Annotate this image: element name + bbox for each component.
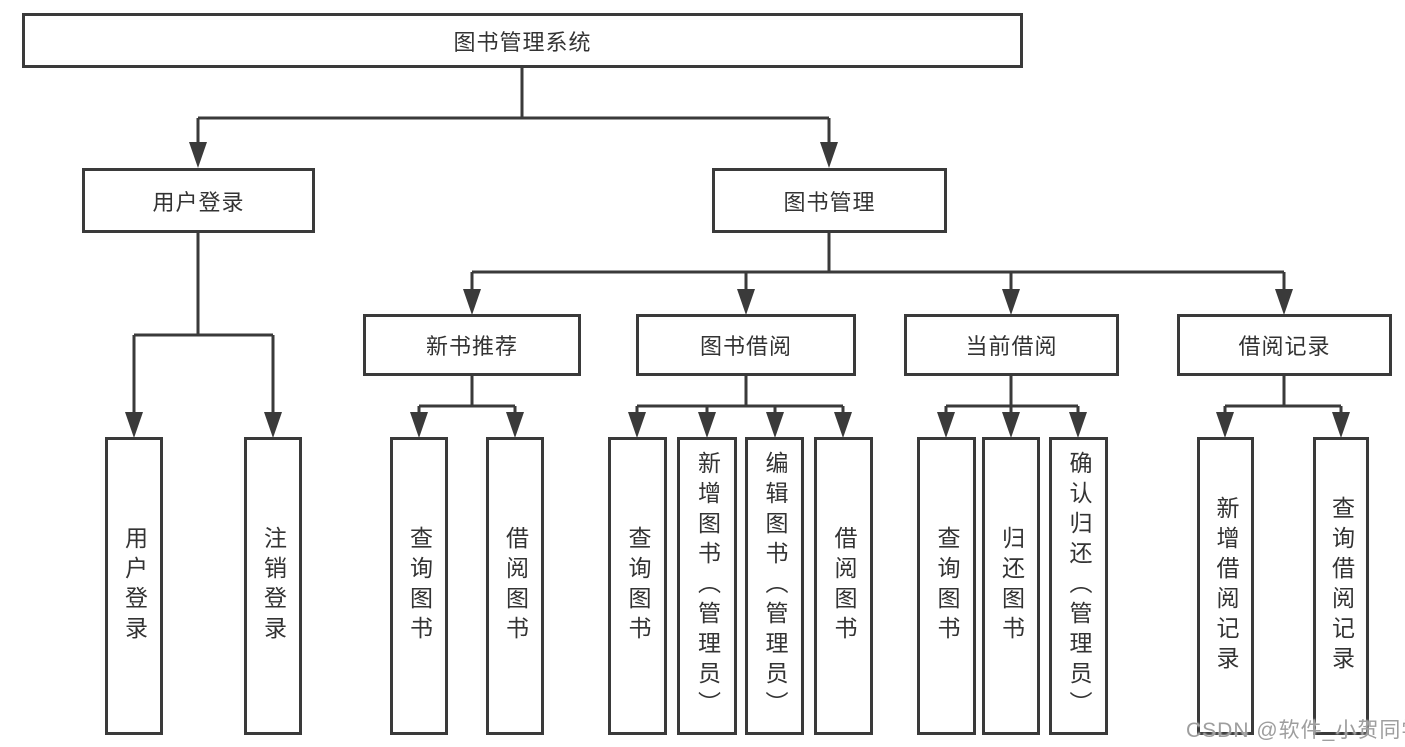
node-add-borrow-record: 新增借阅记录 [1197,437,1254,735]
node-current-borrow: 当前借阅 [904,314,1119,376]
node-label: 确认归还（管理员） [1066,451,1092,721]
node-label: 图书借阅 [699,334,792,359]
node-label: 新增借阅记录 [1213,496,1239,676]
node-add-book-admin: 新增图书（管理员） [677,437,737,735]
node-query-book-recommend: 查询图书 [390,437,448,735]
arrow-icon [264,412,282,438]
connector-root [196,66,831,146]
node-label: 查询图书 [934,526,960,646]
arrow-icon [737,289,755,315]
arrow-icon [189,142,207,168]
node-library-management-system: 图书管理系统 [22,13,1023,68]
arrow-icon [937,412,955,438]
node-label: 查询图书 [406,526,433,646]
connector-borrow-record [1223,374,1343,417]
arrow-icon [1332,412,1350,438]
arrow-icon [1002,289,1020,315]
arrow-icon [506,412,524,438]
arrow-icon [628,412,646,438]
node-query-borrow-record: 查询借阅记录 [1313,437,1369,735]
arrow-icon [1275,289,1293,315]
node-borrow-book: 借阅图书 [814,437,873,735]
node-borrow-record: 借阅记录 [1177,314,1392,376]
node-query-book-current: 查询图书 [917,437,976,735]
node-confirm-return-admin: 确认归还（管理员） [1049,437,1108,735]
arrow-icon [1216,412,1234,438]
node-query-book-borrow: 查询图书 [608,437,667,735]
arrow-icon [1069,412,1087,438]
node-label: 借阅图书 [831,526,857,646]
connector-user-login [132,231,275,416]
arrow-icon [766,412,784,438]
node-book-borrow: 图书借阅 [636,314,856,376]
node-label: 借阅记录 [1238,334,1331,359]
node-label: 图书管理 [783,189,876,215]
connector-book-management [470,231,1286,293]
node-new-book-recommend: 新书推荐 [363,314,581,376]
node-label: 编辑图书（管理员） [762,451,788,721]
node-user-login-leaf: 用户登录 [105,437,163,735]
node-borrow-book-recommend: 借阅图书 [486,437,544,735]
node-label: 用户登录 [152,189,245,215]
node-label: 新增图书（管理员） [694,451,721,721]
arrow-icon [125,412,143,438]
connector-current-borrow [944,374,1080,417]
arrow-icon [698,412,716,438]
arrow-icon [820,142,838,168]
node-user-login-branch: 用户登录 [82,168,315,233]
arrow-icon [410,412,428,438]
node-label: 用户登录 [121,526,148,646]
node-label: 查询图书 [625,526,651,646]
node-book-management-branch: 图书管理 [712,168,947,233]
node-label: 查询借阅记录 [1328,496,1355,676]
node-label: 当前借阅 [965,334,1058,359]
node-label: 归还图书 [998,526,1025,646]
node-return-book: 归还图书 [982,437,1040,735]
node-label: 新书推荐 [425,334,518,359]
arrow-icon [1002,412,1020,438]
connector-book-borrow [635,374,845,417]
node-edit-book-admin: 编辑图书（管理员） [745,437,804,735]
arrow-icon [834,412,852,438]
node-logout: 注销登录 [244,437,302,735]
node-label: 注销登录 [260,526,287,646]
arrow-icon [463,289,481,315]
watermark: CSDN @软件_小贺同学 [1186,719,1405,742]
node-label: 借阅图书 [502,526,529,646]
connector-new-book-recommend [417,374,517,417]
node-label: 图书管理系统 [453,29,592,55]
